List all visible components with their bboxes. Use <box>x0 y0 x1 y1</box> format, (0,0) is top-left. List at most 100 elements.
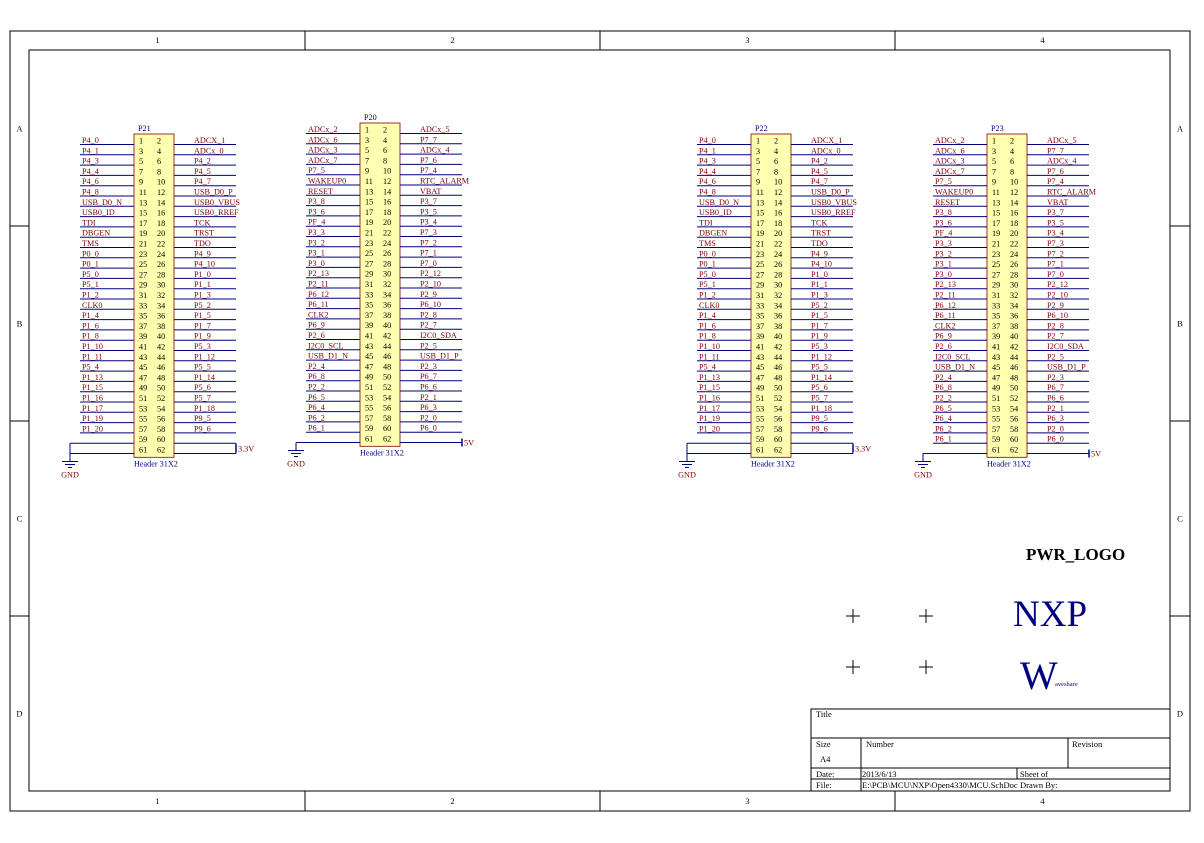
net-label: P4_9 <box>194 249 211 258</box>
net-label: P1_17 <box>82 404 103 413</box>
net-label: P2_11 <box>935 291 956 300</box>
pin-number: 40 <box>157 332 165 341</box>
net-label: P6_1 <box>308 424 325 433</box>
net-label: P7_2 <box>420 238 437 247</box>
pin-number: 24 <box>1010 250 1018 259</box>
net-label: P7_0 <box>1047 270 1064 279</box>
net-label: I2C0_SCL <box>935 352 971 361</box>
header-ref: P22 <box>755 124 768 133</box>
title-block-frame <box>810 708 1171 792</box>
pin-number: 19 <box>139 229 147 238</box>
net-label: P2_9 <box>420 290 437 299</box>
net-label: P2_10 <box>1047 291 1068 300</box>
net-label: CLK2 <box>935 321 955 330</box>
pin-number: 41 <box>992 343 1000 352</box>
pin-number: 42 <box>1010 343 1018 352</box>
net-label: P1_10 <box>699 342 720 351</box>
net-label: ADCx_2 <box>935 136 965 145</box>
zone-row-label-right: A <box>1177 124 1184 134</box>
pin-number: 13 <box>139 198 147 207</box>
pin-number: 28 <box>157 270 165 279</box>
net-label: P2_9 <box>1047 301 1064 310</box>
pwr-logo-title: PWR_LOGO <box>1026 545 1125 564</box>
pin-number: 14 <box>157 198 165 207</box>
net-label: P5_1 <box>699 280 716 289</box>
zone-row-label-left: A <box>16 124 23 134</box>
net-label: P9_6 <box>811 424 828 433</box>
net-label: P2_11 <box>308 280 329 289</box>
net-label: DBGEN <box>699 229 727 238</box>
net-label: RTC_ALARM <box>1047 188 1097 197</box>
pin-number: 28 <box>774 270 782 279</box>
pin-number: 46 <box>383 352 391 361</box>
net-label: P5_4 <box>699 363 716 372</box>
net-label: P6_10 <box>420 300 441 309</box>
pin-number: 25 <box>756 260 764 269</box>
pin-number: 6 <box>383 146 387 155</box>
net-label: P6_2 <box>308 413 325 422</box>
pin-number: 57 <box>139 425 147 434</box>
pin-number: 41 <box>365 332 373 341</box>
pin-number: 6 <box>774 157 778 166</box>
pin-number: 17 <box>139 219 147 228</box>
pin-number: 18 <box>157 219 165 228</box>
pin-number: 14 <box>1010 198 1018 207</box>
pin-number: 20 <box>157 229 165 238</box>
pin-number: 29 <box>756 281 764 290</box>
pin-number: 17 <box>365 208 373 217</box>
net-label: P4_1 <box>699 146 716 155</box>
pin-number: 32 <box>1010 291 1018 300</box>
net-label: WAKEUP0 <box>935 188 973 197</box>
net-label: P2_8 <box>1047 321 1064 330</box>
power-label: 3.3V <box>238 444 254 453</box>
net-label: P2_10 <box>420 280 441 289</box>
pin-number: 16 <box>383 198 391 207</box>
header-ref: P23 <box>991 124 1004 133</box>
pin-number: 28 <box>1010 270 1018 279</box>
pin-number: 60 <box>383 424 391 433</box>
pin-number: 51 <box>756 394 764 403</box>
pin-number: 24 <box>383 239 391 248</box>
net-label: P4_6 <box>699 177 716 186</box>
pin-number: 46 <box>774 363 782 372</box>
pin-number: 7 <box>365 156 369 165</box>
pin-number: 48 <box>157 373 165 382</box>
header-body <box>133 133 175 458</box>
net-label: P7_0 <box>420 259 437 268</box>
net-label: P1_16 <box>699 394 720 403</box>
pin-number: 26 <box>1010 260 1018 269</box>
net-label: P3_3 <box>935 239 952 248</box>
waveshare-logo-w: W <box>1020 653 1058 698</box>
net-label: P1_18 <box>811 404 832 413</box>
pin-number: 3 <box>139 147 143 156</box>
pin-number: 28 <box>383 259 391 268</box>
pin-number: 56 <box>774 415 782 424</box>
net-label: P1_3 <box>194 291 211 300</box>
net-label: P1_0 <box>194 270 211 279</box>
net-label: P6_11 <box>308 300 329 309</box>
pin-number: 42 <box>157 343 165 352</box>
net-label: P6_4 <box>935 414 952 423</box>
pin-number: 36 <box>774 312 782 321</box>
net-label: P2_2 <box>308 383 325 392</box>
pin-number: 8 <box>157 167 161 176</box>
net-label: P6_3 <box>1047 414 1064 423</box>
zone-row-label-right: D <box>1177 709 1183 719</box>
header-type: Header 31X2 <box>360 448 404 457</box>
pin-number: 50 <box>774 384 782 393</box>
pin-number: 11 <box>365 177 373 186</box>
pin-number: 35 <box>139 312 147 321</box>
pin-number: 24 <box>774 250 782 259</box>
zone-row-label-left: D <box>16 709 22 719</box>
net-label: P4_7 <box>194 177 211 186</box>
net-label: P4_3 <box>699 157 716 166</box>
net-label: P9_5 <box>194 414 211 423</box>
header-body <box>359 122 401 447</box>
net-label: P6_7 <box>1047 383 1064 392</box>
net-label: P3_0 <box>308 259 325 268</box>
pin-number: 45 <box>365 352 373 361</box>
pin-number: 29 <box>992 281 1000 290</box>
pin-number: 3 <box>365 136 369 145</box>
